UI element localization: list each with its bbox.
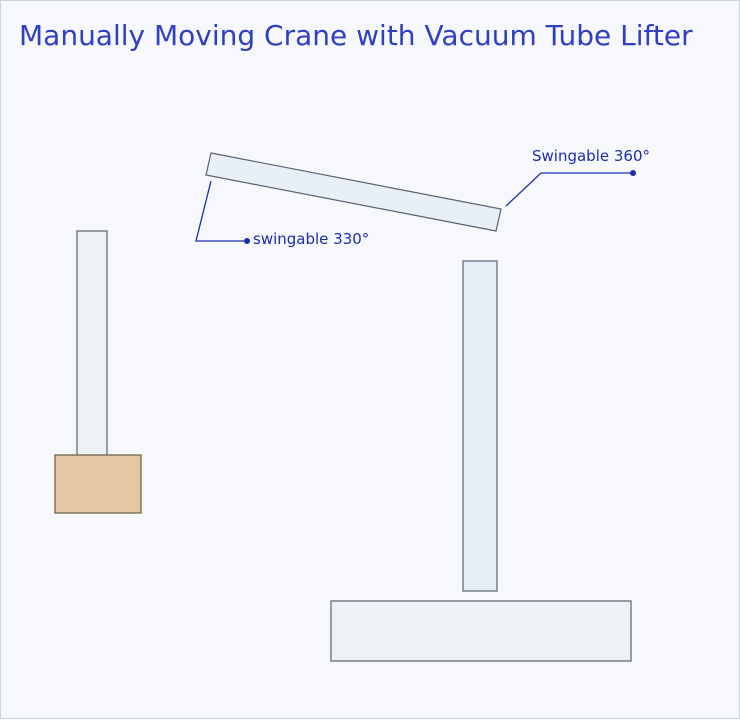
crane-arm <box>205 152 502 232</box>
cart-base <box>330 600 632 662</box>
vacuum-hose <box>76 230 108 462</box>
label-swingable-360: Swingable 360° <box>532 147 650 165</box>
load-box <box>54 454 142 514</box>
callout-dot-swing-360 <box>630 170 636 176</box>
page-title: Manually Moving Crane with Vacuum Tube L… <box>19 19 693 52</box>
crane-drawing <box>1 61 740 720</box>
callout-line-swing-330 <box>195 180 247 242</box>
label-swingable-330: swingable 330° <box>253 230 370 248</box>
crane-column <box>462 260 498 592</box>
callout-line-swing-360 <box>505 172 633 207</box>
callout-dot-swing-330 <box>244 238 250 244</box>
